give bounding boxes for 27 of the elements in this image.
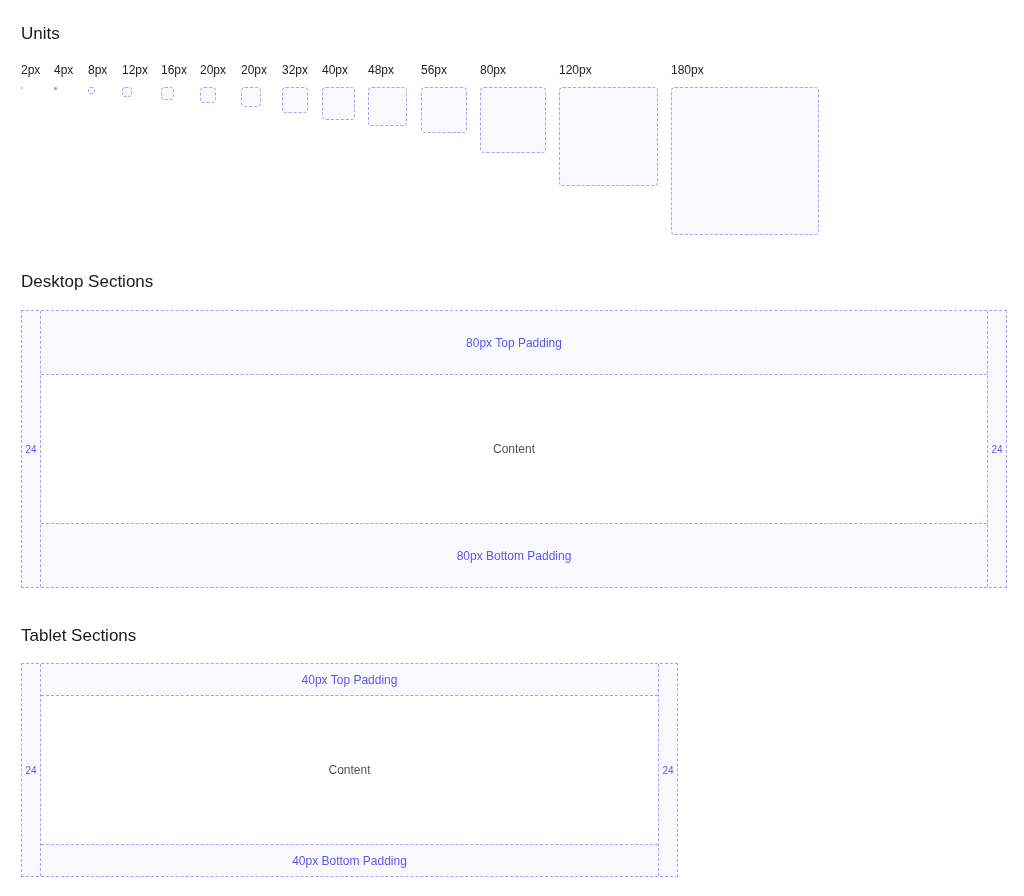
size-label: 20px [200,63,227,77]
size-label: 12px [122,63,149,77]
size-label: 180px [671,63,704,77]
size-label: 32px [282,63,309,77]
size-label: 120px [559,63,592,77]
size-label: 2px [21,63,41,77]
side-gutter: 24 [22,664,41,876]
section-heading: Desktop Sections [21,272,154,292]
size-label: 16px [161,63,188,77]
section-heading: Units [21,24,60,44]
side-gutter: 24 [987,311,1006,587]
size-label: 80px [480,63,507,77]
size-label: 40px [322,63,349,77]
section-frame [21,310,1007,588]
side-gutter: 24 [22,311,41,587]
section-frame [21,663,678,877]
bottom-padding-band: 80px Bottom Padding [41,523,987,587]
section-heading: Tablet Sections [21,626,137,646]
size-label: 8px [88,63,108,77]
top-padding-band: 40px Top Padding [41,664,658,696]
size-label: 4px [54,63,74,77]
size-label: 48px [368,63,395,77]
top-padding-band: 80px Top Padding [41,311,987,375]
size-label: 56px [421,63,448,77]
size-label: 20px [241,63,268,77]
bottom-padding-band: 40px Bottom Padding [41,844,658,876]
side-gutter: 24 [658,664,677,876]
